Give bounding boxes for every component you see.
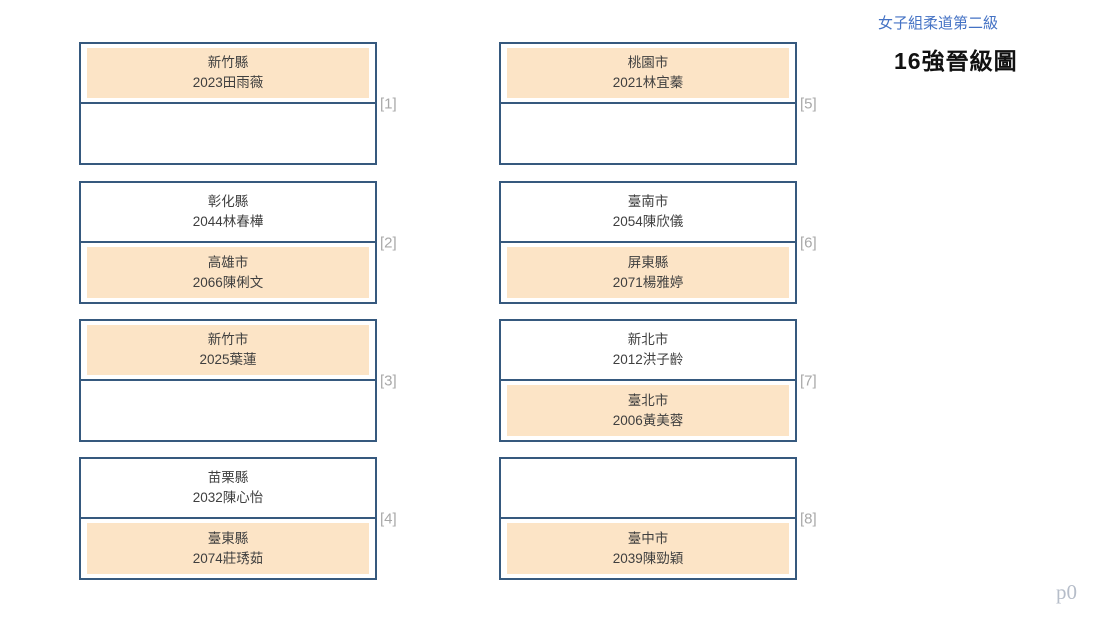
competitor-entry: 2025葉蓮	[199, 352, 257, 367]
match-5-slot-top: 桃園市 2021林宜蓁	[501, 44, 795, 102]
match-8-slot-top	[501, 459, 795, 517]
competitor-cell: 臺北市 2006黃美蓉	[507, 385, 789, 436]
competitor-cell: 新北市 2012洪子齡	[507, 325, 789, 375]
match-number-label: [2]	[380, 234, 397, 251]
division-label: 女子組柔道第二級	[878, 15, 999, 32]
match-box-5: 桃園市 2021林宜蓁 [5]	[499, 42, 817, 165]
match-number-label: [7]	[800, 372, 817, 389]
page-header: 女子組柔道第二級 16強晉級圖	[878, 12, 1088, 76]
competitor-region: 彰化縣	[207, 194, 249, 209]
competitor-cell: 新竹縣 2023田雨薇	[87, 48, 369, 98]
competitor-region: 臺北市	[627, 392, 669, 408]
match-box-1: 新竹縣 2023田雨薇 [1]	[79, 42, 397, 165]
competitor-region: 屏東縣	[627, 254, 669, 270]
competitor-entry: 2006黃美蓉	[612, 412, 684, 428]
match-box-2: 彰化縣 2044林春樺 高雄市 2066陳俐文 [2]	[79, 181, 397, 304]
match-2-slot-top: 彰化縣 2044林春樺	[81, 183, 375, 241]
competitor-region: 桃園市	[627, 55, 669, 70]
competitor-region: 臺東縣	[207, 530, 249, 546]
match-2-slot-bottom: 高雄市 2066陳俐文	[81, 241, 375, 302]
match-number-label: [6]	[800, 234, 817, 251]
competitor-region: 新竹市	[207, 332, 249, 347]
match-8-slot-bottom: 臺中市 2039陳勁穎	[501, 517, 795, 578]
competitor-entry: 2066陳俐文	[192, 274, 264, 290]
match-box-6: 臺南市 2054陳欣儀 屏東縣 2071楊雅婷 [6]	[499, 181, 817, 304]
match-6-slot-top: 臺南市 2054陳欣儀	[501, 183, 795, 241]
competitor-entry: 2074莊琇茹	[192, 550, 264, 566]
competitor-region: 新竹縣	[207, 55, 249, 70]
match-4-slot-top: 苗栗縣 2032陳心怡	[81, 459, 375, 517]
competitor-cell: 臺中市 2039陳勁穎	[507, 523, 789, 574]
match-box-3: 新竹市 2025葉蓮 [3]	[79, 319, 397, 442]
match-number-label: [1]	[380, 95, 397, 112]
match-number-label: [8]	[800, 510, 817, 527]
competitor-cell: 彰化縣 2044林春樺	[87, 187, 369, 237]
match-1-slot-top: 新竹縣 2023田雨薇	[81, 44, 375, 102]
competitor-region: 臺南市	[627, 194, 669, 209]
competitor-entry: 2044林春樺	[192, 214, 264, 229]
match-6-slot-bottom: 屏東縣 2071楊雅婷	[501, 241, 795, 302]
match-3-slot-top: 新竹市 2025葉蓮	[81, 321, 375, 379]
match-box-8: 臺中市 2039陳勁穎 [8]	[499, 457, 817, 580]
competitor-cell: 臺東縣 2074莊琇茹	[87, 523, 369, 574]
competitor-region: 新北市	[627, 332, 669, 347]
match-box-4: 苗栗縣 2032陳心怡 臺東縣 2074莊琇茹 [4]	[79, 457, 397, 580]
match-1-slot-bottom	[81, 102, 375, 163]
competitor-entry: 2023田雨薇	[192, 75, 264, 90]
page-number: p0	[1056, 580, 1077, 604]
competitor-cell	[507, 108, 789, 159]
competitor-cell	[507, 463, 789, 513]
match-7-slot-top: 新北市 2012洪子齡	[501, 321, 795, 379]
competitor-region: 高雄市	[207, 254, 249, 270]
match-box-7: 新北市 2012洪子齡 臺北市 2006黃美蓉 [7]	[499, 319, 817, 442]
match-4-slot-bottom: 臺東縣 2074莊琇茹	[81, 517, 375, 578]
competitor-entry: 2032陳心怡	[192, 490, 264, 505]
match-number-label: [4]	[380, 510, 397, 527]
competitor-region: 苗栗縣	[207, 470, 249, 485]
match-7-slot-bottom: 臺北市 2006黃美蓉	[501, 379, 795, 440]
competitor-cell	[87, 108, 369, 159]
competitor-cell: 高雄市 2066陳俐文	[87, 247, 369, 298]
competitor-cell: 苗栗縣 2032陳心怡	[87, 463, 369, 513]
competitor-entry: 2012洪子齡	[612, 352, 684, 367]
competitor-cell: 新竹市 2025葉蓮	[87, 325, 369, 375]
competitor-cell: 桃園市 2021林宜蓁	[507, 48, 789, 98]
competitor-entry: 2054陳欣儀	[612, 214, 684, 229]
match-3-slot-bottom	[81, 379, 375, 440]
competitor-entry: 2021林宜蓁	[612, 75, 684, 90]
competitor-entry: 2071楊雅婷	[612, 274, 684, 290]
competitor-cell	[87, 385, 369, 436]
match-number-label: [3]	[380, 372, 397, 389]
competitor-cell: 屏東縣 2071楊雅婷	[507, 247, 789, 298]
competitor-cell: 臺南市 2054陳欣儀	[507, 187, 789, 237]
match-5-slot-bottom	[501, 102, 795, 163]
page-title: 16強晉級圖	[894, 48, 1018, 74]
competitor-region: 臺中市	[627, 530, 669, 546]
match-number-label: [5]	[800, 95, 817, 112]
competitor-entry: 2039陳勁穎	[612, 550, 684, 566]
